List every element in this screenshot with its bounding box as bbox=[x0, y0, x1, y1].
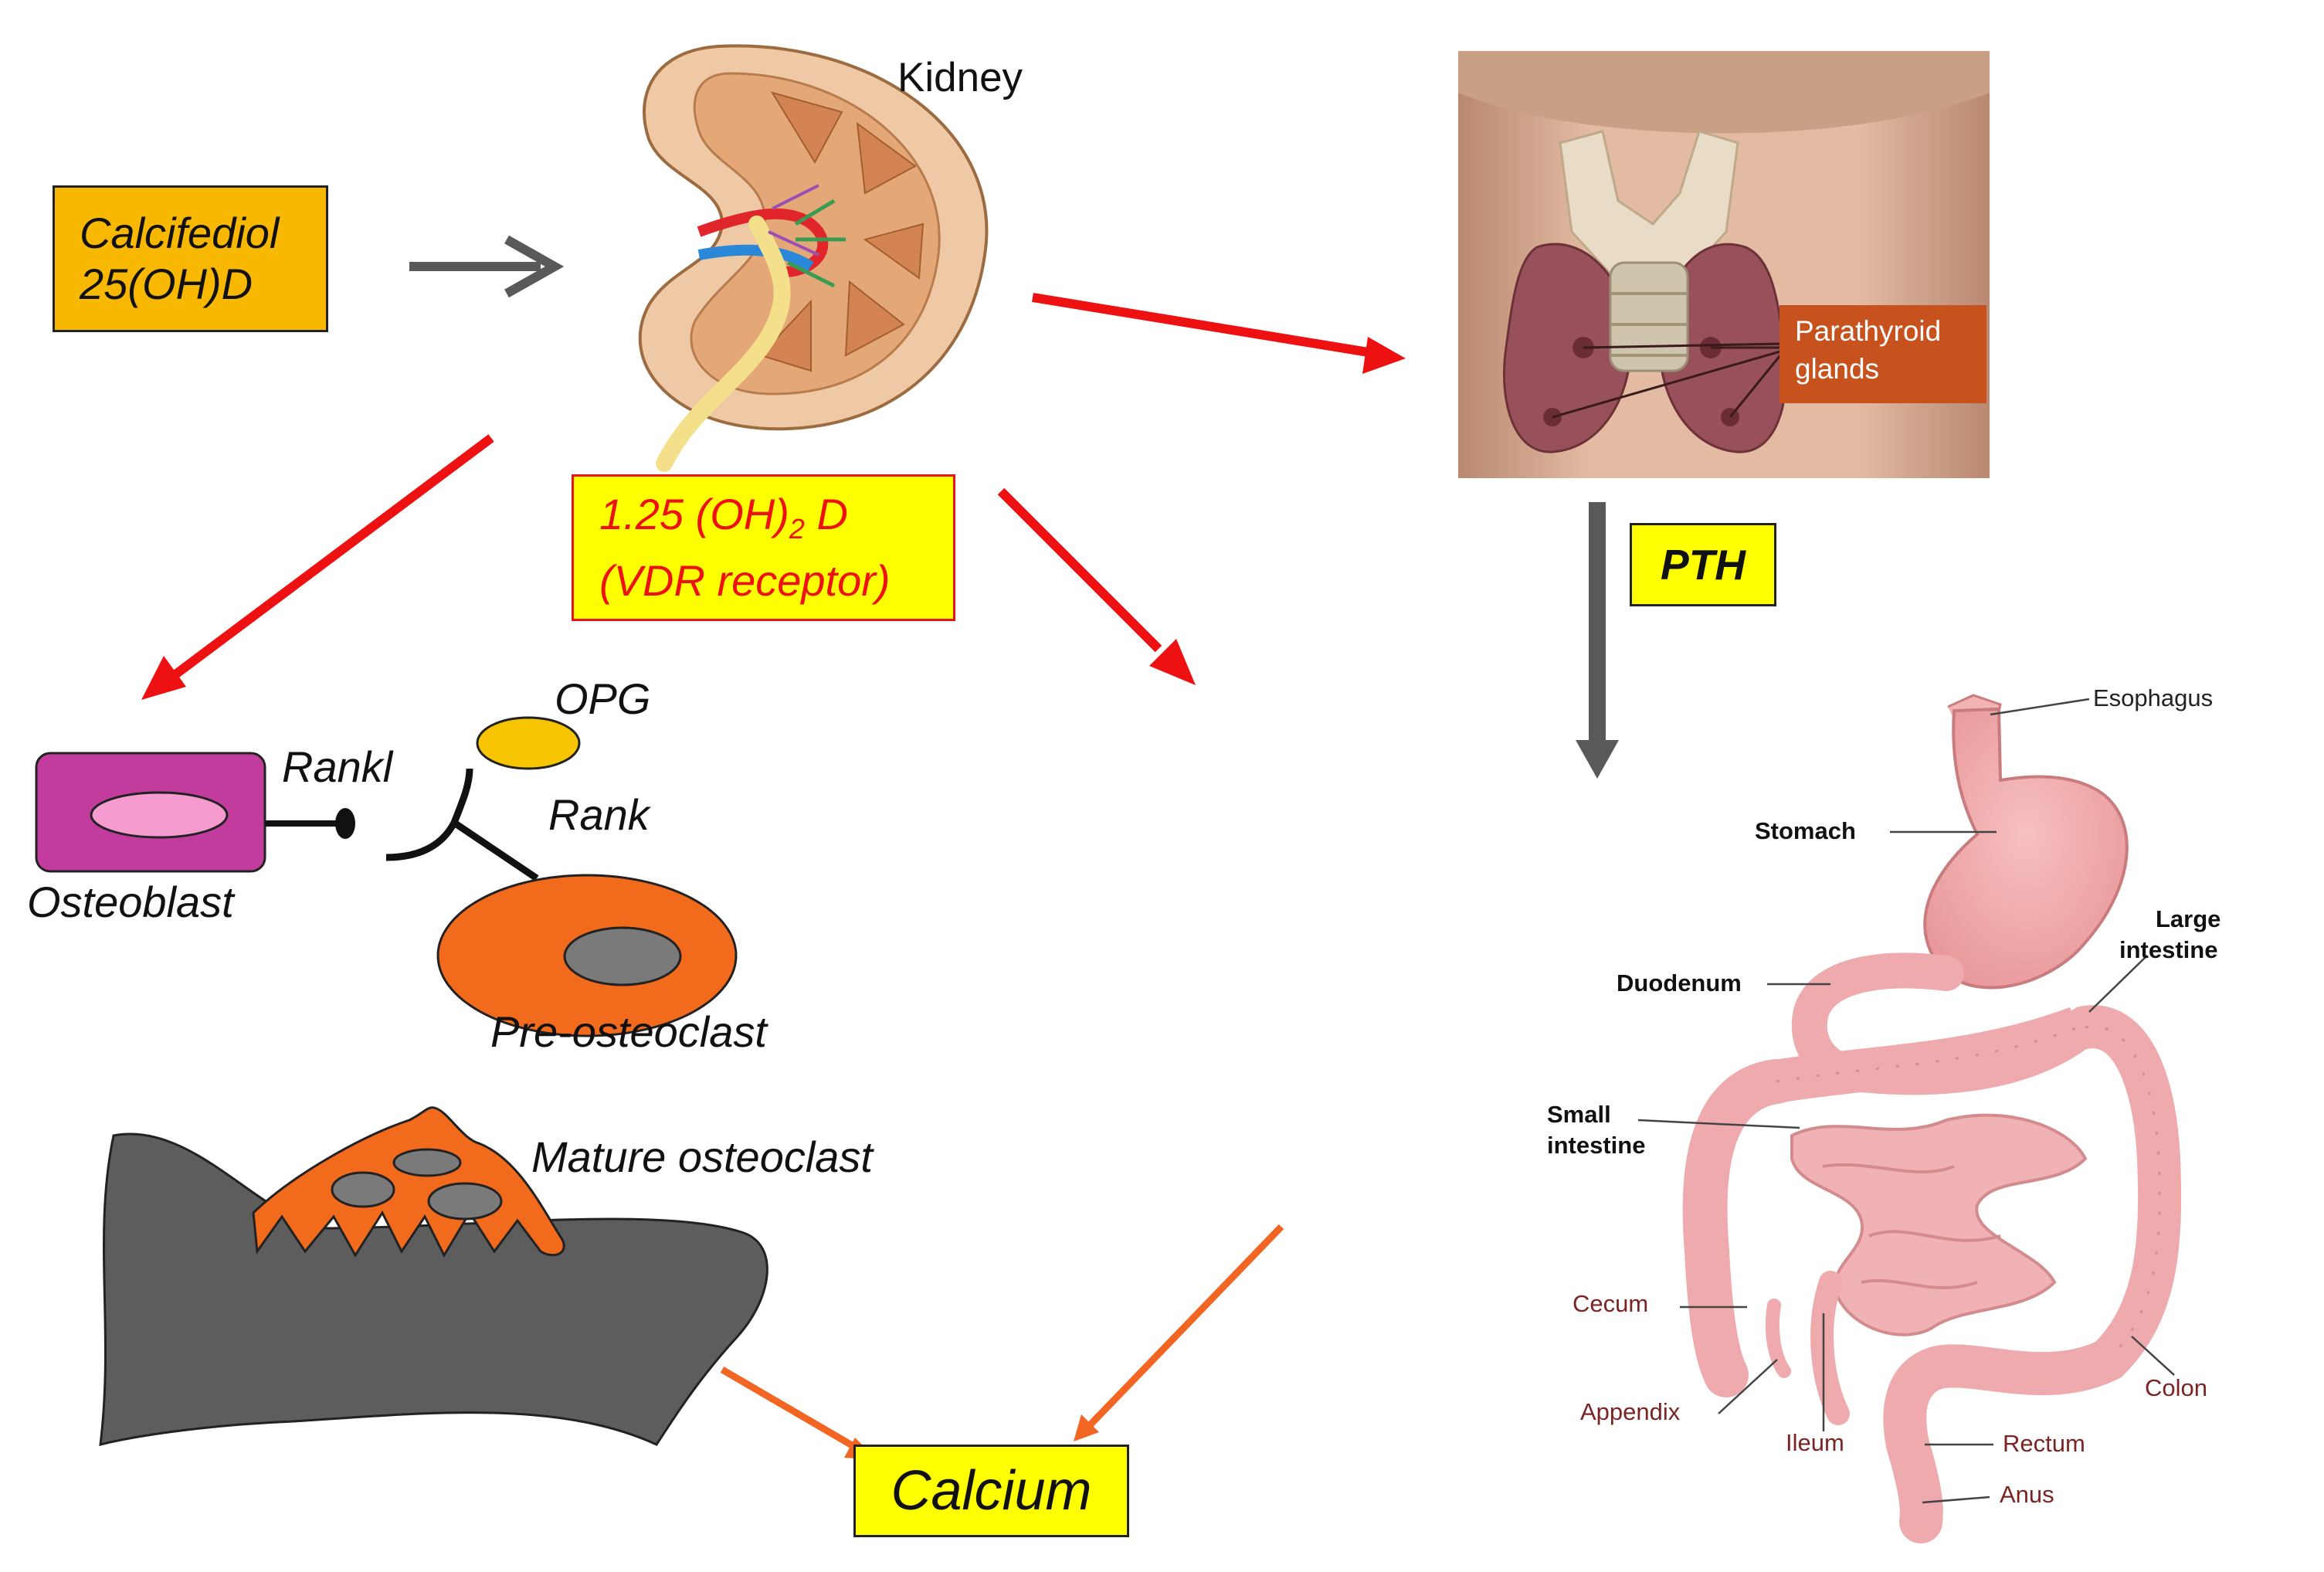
gi-label-small-intestine-line1: Small bbox=[1547, 1101, 1611, 1128]
gi-label-large-intestine-line2: intestine bbox=[2119, 936, 2218, 963]
vitd-formula: 1.25 (OH)2 D bbox=[599, 489, 953, 555]
gi-label-duodenum: Duodenum bbox=[1617, 969, 1742, 997]
rank-receptor bbox=[385, 768, 539, 881]
gi-label-rectum: Rectum bbox=[2003, 1430, 2085, 1457]
vitd-receptor: (VDR receptor) bbox=[599, 555, 891, 605]
rankl-ligand bbox=[265, 808, 355, 839]
gi-label-large-intestine-line1: Large bbox=[2156, 905, 2221, 932]
mature-osteoclast-cell bbox=[252, 1106, 565, 1258]
vitd-formula-prefix: 1.25 (OH) bbox=[599, 490, 789, 539]
active-vitamin-d-box: 1.25 (OH)2 D (VDR receptor) bbox=[572, 474, 955, 621]
gi-leader-lines bbox=[1637, 698, 2175, 1504]
pre-osteoclast-cell bbox=[436, 874, 738, 1037]
kidney-illustration bbox=[638, 44, 989, 472]
calcifediol-to-kidney-arrow bbox=[409, 235, 565, 298]
parathyroid-label-line2: glands bbox=[1795, 353, 1880, 385]
pth-box: PTH bbox=[1630, 523, 1776, 606]
pre-osteoclast-label: Pre-osteoclast bbox=[490, 1007, 767, 1056]
kidney-to-parathyroid-arrow bbox=[1032, 293, 1406, 374]
calcium-box: Calcium bbox=[853, 1445, 1129, 1537]
calcifediol-name: Calcifediol bbox=[80, 209, 280, 257]
kidney-to-osteoblast-arrow bbox=[141, 434, 494, 700]
rankl-label: Rankl bbox=[282, 742, 393, 791]
calcium-label: Calcium bbox=[891, 1460, 1092, 1522]
gi-label-esophagus: Esophagus bbox=[2093, 684, 2214, 711]
parathyroid-label-line1: Parathyroid bbox=[1795, 315, 1942, 347]
mature-osteoclast-label: Mature osteoclast bbox=[531, 1132, 873, 1181]
gi-label-ileum: Ileum bbox=[1786, 1429, 1844, 1456]
vitd-formula-suffix: D bbox=[804, 490, 848, 539]
parathyroid-to-gi-arrow bbox=[1576, 502, 1619, 779]
opg-decoy-receptor bbox=[476, 716, 581, 770]
thyroid-neck-photo bbox=[1458, 51, 1990, 478]
gi-label-colon: Colon bbox=[2145, 1374, 2207, 1401]
osteoblast-label: Osteoblast bbox=[27, 878, 234, 926]
calcifediol-box: Calcifediol 25(OH)D bbox=[53, 185, 328, 332]
rank-label: Rank bbox=[548, 790, 650, 839]
pth-label: PTH bbox=[1661, 541, 1746, 589]
calcifediol-formula: 25(OH)D bbox=[80, 260, 253, 308]
opg-label: OPG bbox=[555, 674, 651, 723]
vitd-formula-subscript: 2 bbox=[789, 513, 805, 545]
gi-label-small-intestine-line2: intestine bbox=[1547, 1132, 1646, 1159]
kidney-to-intestine-arrow bbox=[997, 487, 1196, 685]
osteoblast-cell bbox=[35, 752, 266, 873]
gi-label-cecum: Cecum bbox=[1573, 1290, 1649, 1317]
gi-label-anus: Anus bbox=[2000, 1481, 2054, 1508]
gi-label-appendix: Appendix bbox=[1580, 1398, 1681, 1425]
gi-label-stomach: Stomach bbox=[1755, 817, 1856, 844]
kidney-label: Kidney bbox=[897, 55, 1023, 100]
intestine-to-calcium-arrow bbox=[1074, 1224, 1284, 1441]
parathyroid-glands-label: Parathyroid glands bbox=[1795, 312, 1941, 388]
